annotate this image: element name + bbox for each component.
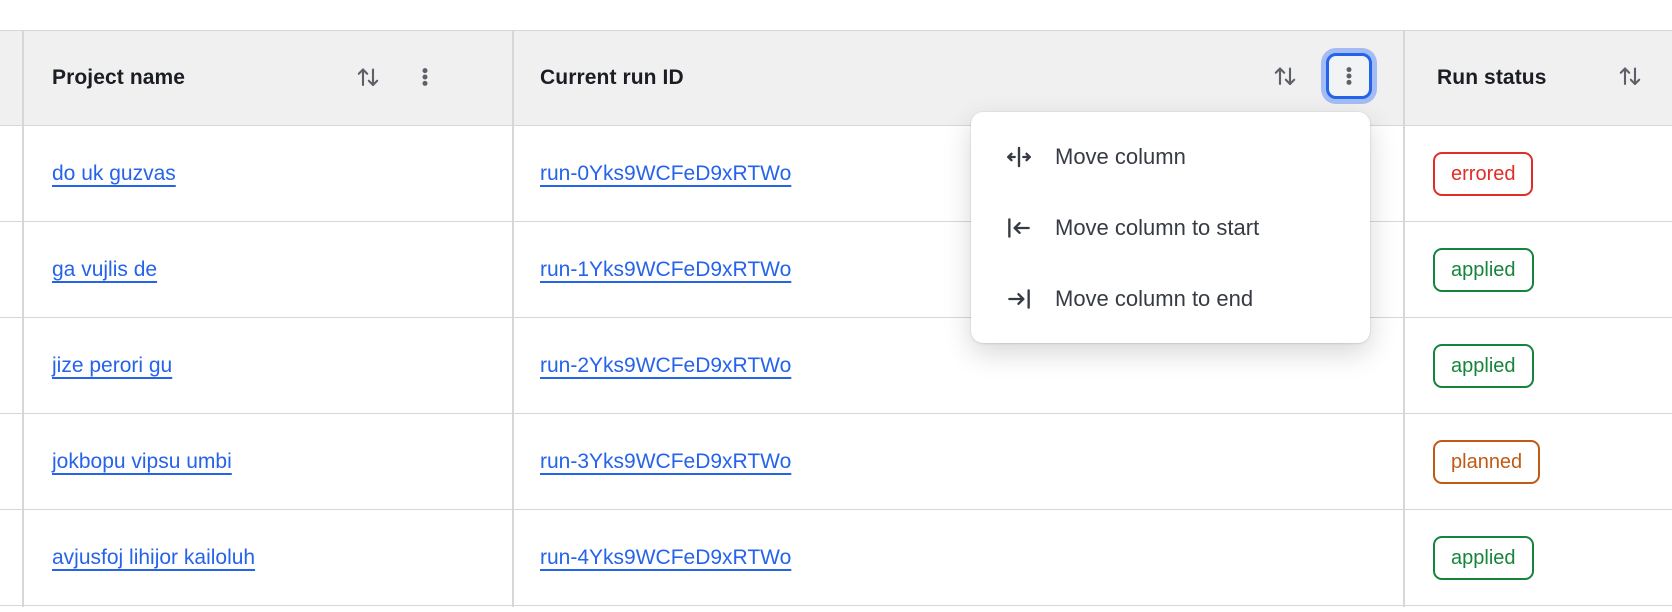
status-badge: applied xyxy=(1433,344,1534,388)
run-id-link[interactable]: run-0Yks9WCFeD9xRTWo xyxy=(540,162,792,185)
menu-item-move-column-to-start[interactable]: Move column to start xyxy=(971,192,1370,263)
column-menu-kebab-icon[interactable] xyxy=(412,64,438,90)
project-link[interactable]: do uk guzvas xyxy=(52,162,176,185)
run-id-link[interactable]: run-1Yks9WCFeD9xRTWo xyxy=(540,258,792,281)
project-link[interactable]: ga vujlis de xyxy=(52,258,158,281)
table-row: do uk guzvas run-0Yks9WCFeD9xRTWo errore… xyxy=(0,126,1672,222)
status-badge: planned xyxy=(1433,440,1541,484)
status-badge: errored xyxy=(1433,152,1534,196)
run-id-link[interactable]: run-3Yks9WCFeD9xRTWo xyxy=(540,450,792,473)
sort-icon[interactable] xyxy=(1616,62,1644,90)
column-divider xyxy=(22,30,24,607)
table-row: ga vujlis de run-1Yks9WCFeD9xRTWo applie… xyxy=(0,222,1672,318)
move-column-to-end-icon xyxy=(1008,288,1030,309)
sort-icon[interactable] xyxy=(1271,62,1299,90)
column-menu-kebab-button-focused[interactable] xyxy=(1326,53,1372,99)
column-header-current-run-id: Current run ID xyxy=(540,66,684,89)
sort-icon[interactable] xyxy=(354,63,382,91)
column-divider xyxy=(512,30,514,607)
column-divider xyxy=(1403,30,1405,607)
table-row: jokbopu vipsu umbi run-3Yks9WCFeD9xRTWo … xyxy=(0,414,1672,510)
menu-item-move-column[interactable]: Move column xyxy=(971,121,1370,192)
column-header-project-name: Project name xyxy=(52,66,186,89)
menu-item-label: Move column xyxy=(1055,143,1186,169)
project-link[interactable]: avjusfoj lihijor kailoluh xyxy=(52,546,256,569)
run-id-link[interactable]: run-2Yks9WCFeD9xRTWo xyxy=(540,354,792,377)
status-badge: applied xyxy=(1433,536,1534,580)
run-id-link[interactable]: run-4Yks9WCFeD9xRTWo xyxy=(540,546,792,569)
table-row: avjusfoj lihijor kailoluh run-4Yks9WCFeD… xyxy=(0,510,1672,606)
column-options-menu: Move column Move column to start Move co… xyxy=(971,112,1370,343)
table-header-row xyxy=(0,30,1672,126)
project-link[interactable]: jize perori gu xyxy=(52,354,173,377)
menu-item-label: Move column to end xyxy=(1055,285,1254,311)
move-column-icon xyxy=(1007,146,1031,167)
menu-item-label: Move column to start xyxy=(1055,214,1260,240)
project-link[interactable]: jokbopu vipsu umbi xyxy=(52,450,232,473)
move-column-to-start-icon xyxy=(1008,217,1030,238)
menu-item-move-column-to-end[interactable]: Move column to end xyxy=(971,263,1370,334)
status-badge: applied xyxy=(1433,248,1534,292)
table-row: jize perori gu run-2Yks9WCFeD9xRTWo appl… xyxy=(0,318,1672,414)
column-header-run-status: Run status xyxy=(1437,66,1547,89)
